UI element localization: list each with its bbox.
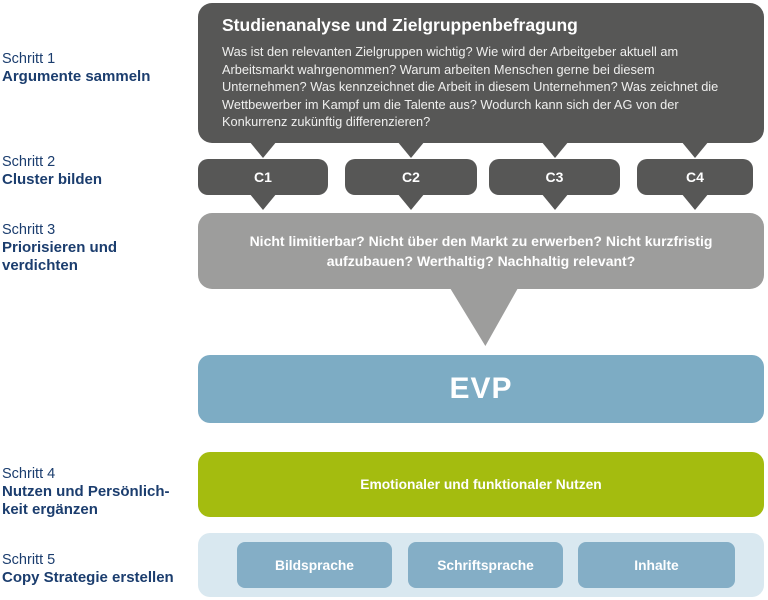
cluster-label-c2: C2 [402,169,420,185]
cluster-tail-c4 [681,193,709,210]
cluster-box-c1: C1 [198,159,328,195]
step-1-number: Schritt 1 [2,51,56,67]
step-1-label: Argumente sammeln [2,68,151,85]
benefit-label: Emotionaler und funktionaler Nutzen [360,477,602,492]
cluster-box-c3: C3 [489,159,620,195]
cluster-box-c2: C2 [345,159,477,195]
study-analysis-title: Studienanalyse und Zielgruppenbefragung [222,15,578,35]
copy-strategy-container: Bildsprache Schriftsprache Inhalte [198,533,764,597]
study-tail-to-c3 [541,141,569,158]
copy-strategy-label-2: Schriftsprache [437,557,534,573]
prioritization-tail [450,288,518,346]
prioritization-questions: Nicht limitierbar? Nicht über den Markt … [249,233,713,269]
study-analysis-box: Studienanalyse und Zielgruppenbefragung … [198,3,764,143]
evp-label: EVP [449,372,513,405]
step-3-label: Priorisieren und verdichten [2,239,118,274]
cluster-box-c4: C4 [637,159,753,195]
cluster-tail-c2 [397,193,425,210]
cluster-label-c4: C4 [686,169,704,185]
copy-strategy-item-schriftsprache: Schriftsprache [408,542,563,588]
step-4: Schritt 4 Nutzen und Persönlich- keit er… [2,465,197,519]
step-5: Schritt 5 Copy Strategie erstellen [2,551,197,587]
copy-strategy-item-bildsprache: Bildsprache [237,542,392,588]
cluster-label-c3: C3 [545,169,564,185]
prioritization-box: Nicht limitierbar? Nicht über den Markt … [198,213,764,289]
step-3-number: Schritt 3 [2,222,56,238]
benefit-box: Emotionaler und funktionaler Nutzen [198,452,764,517]
cluster-tail-c1 [249,193,277,210]
step-4-number: Schritt 4 [2,466,56,482]
step-5-number: Schritt 5 [2,552,56,568]
copy-strategy-label-3: Inhalte [634,557,679,573]
step-1: Schritt 1 Argumente sammeln [2,50,197,86]
step-2-number: Schritt 2 [2,154,56,170]
study-tail-to-c4 [681,141,709,158]
step-5-label: Copy Strategie erstellen [2,569,174,586]
study-tail-to-c2 [397,141,425,158]
copy-strategy-label-1: Bildsprache [275,557,354,573]
evp-box: EVP [198,355,764,423]
step-2-label: Cluster bilden [2,171,103,188]
step-4-label: Nutzen und Persönlich- keit ergänzen [2,483,170,518]
cluster-tail-c3 [541,193,569,210]
step-2: Schritt 2 Cluster bilden [2,153,197,189]
cluster-label-c1: C1 [254,169,272,185]
study-tail-to-c1 [249,141,277,158]
study-analysis-text: Was ist den relevanten Zielgruppen wicht… [222,44,719,130]
step-3: Schritt 3 Priorisieren und verdichten [2,221,197,275]
copy-strategy-item-inhalte: Inhalte [578,542,735,588]
